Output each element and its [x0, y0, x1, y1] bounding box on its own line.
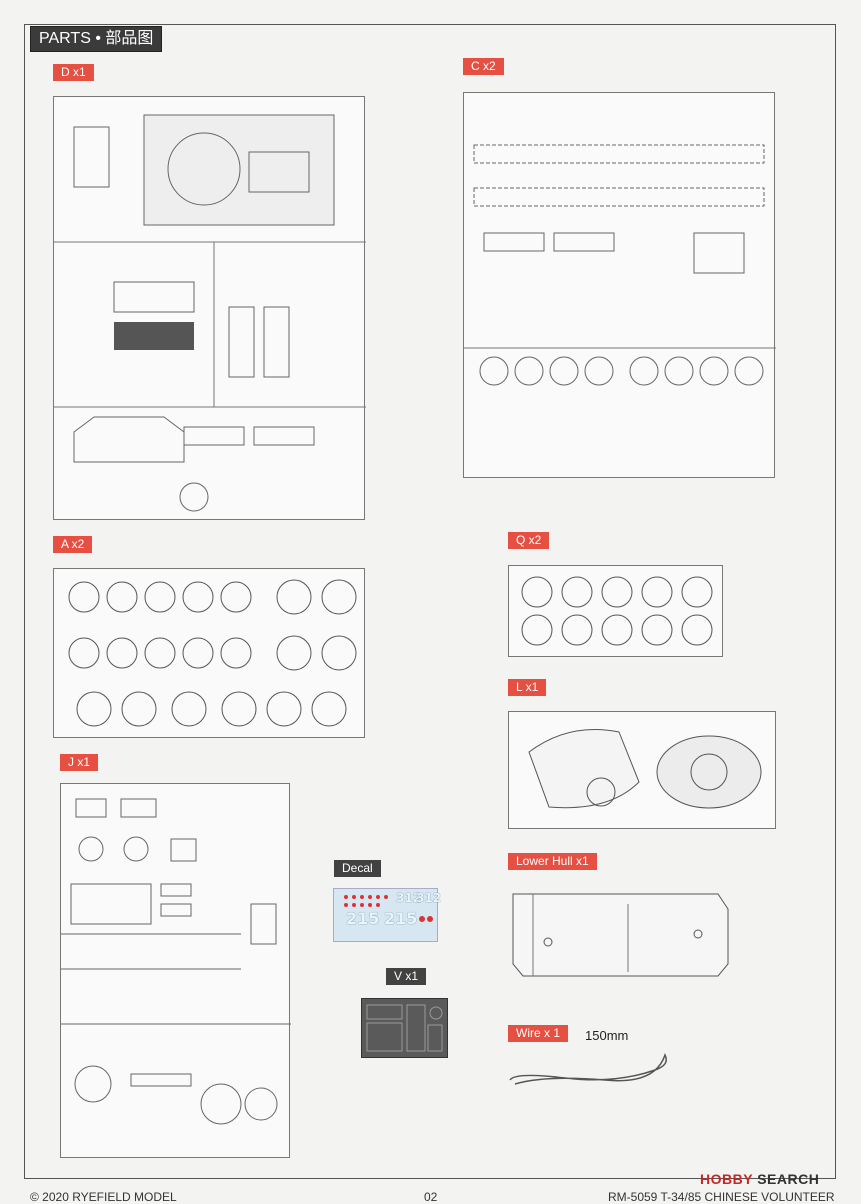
label-decal: Decal — [334, 860, 381, 877]
label-sprue-j: J x1 — [60, 754, 99, 771]
decal-number-215-a: 215 — [346, 909, 380, 928]
label-lower-hull: Lower Hull x1 — [508, 853, 597, 870]
sprue-q — [508, 565, 723, 657]
sprue-d — [53, 96, 366, 520]
watermark-brand2: SEARCH — [757, 1171, 820, 1187]
footer-product: RM-5059 T-34/85 CHINESE VOLUNTEER — [608, 1190, 835, 1204]
decal-number-312-a: 312 — [396, 891, 422, 905]
photo-etch-sheet — [361, 998, 448, 1058]
sprue-a — [53, 568, 365, 738]
footer-page-number: 02 — [424, 1190, 438, 1204]
lower-hull-part — [508, 884, 736, 982]
label-sprue-v: V x1 — [386, 968, 427, 985]
watermark-brand: HOBBY — [700, 1171, 753, 1187]
decal-number-312-b: 312 — [416, 891, 442, 905]
lower-hull-drawing — [512, 893, 729, 977]
sprue-j-drawing — [61, 798, 291, 1125]
label-sprue-c: C x2 — [463, 58, 504, 75]
label-sprue-a: A x2 — [53, 536, 93, 553]
sprue-j — [60, 783, 291, 1158]
wire-icon — [509, 1053, 667, 1085]
watermark: HOBBY SEARCH — [700, 1171, 819, 1187]
sprue-q-drawing — [521, 576, 713, 646]
label-sprue-l: L x1 — [508, 679, 547, 696]
wire-length: 150mm — [585, 1028, 629, 1043]
page-title: PARTS • 部品图 — [30, 26, 163, 52]
footer-copyright: © 2020 RYEFIELD MODEL — [30, 1190, 177, 1204]
sprue-l — [508, 711, 776, 829]
sprue-d-drawing — [54, 114, 366, 512]
page-frame — [24, 24, 836, 1179]
sprue-c — [463, 92, 776, 478]
decal-stars — [344, 895, 433, 922]
photo-etch-drawing — [366, 1004, 443, 1052]
label-sprue-d: D x1 — [53, 64, 94, 81]
decal-sheet: 312 312 215 215 — [333, 888, 442, 942]
label-sprue-q: Q x2 — [508, 532, 550, 549]
label-wire: Wire x 1 — [508, 1025, 569, 1042]
sprue-l-drawing — [528, 729, 762, 809]
decal-number-215-b: 215 — [384, 909, 418, 928]
sprue-a-drawing — [68, 579, 357, 727]
sprue-c-drawing — [464, 144, 776, 386]
